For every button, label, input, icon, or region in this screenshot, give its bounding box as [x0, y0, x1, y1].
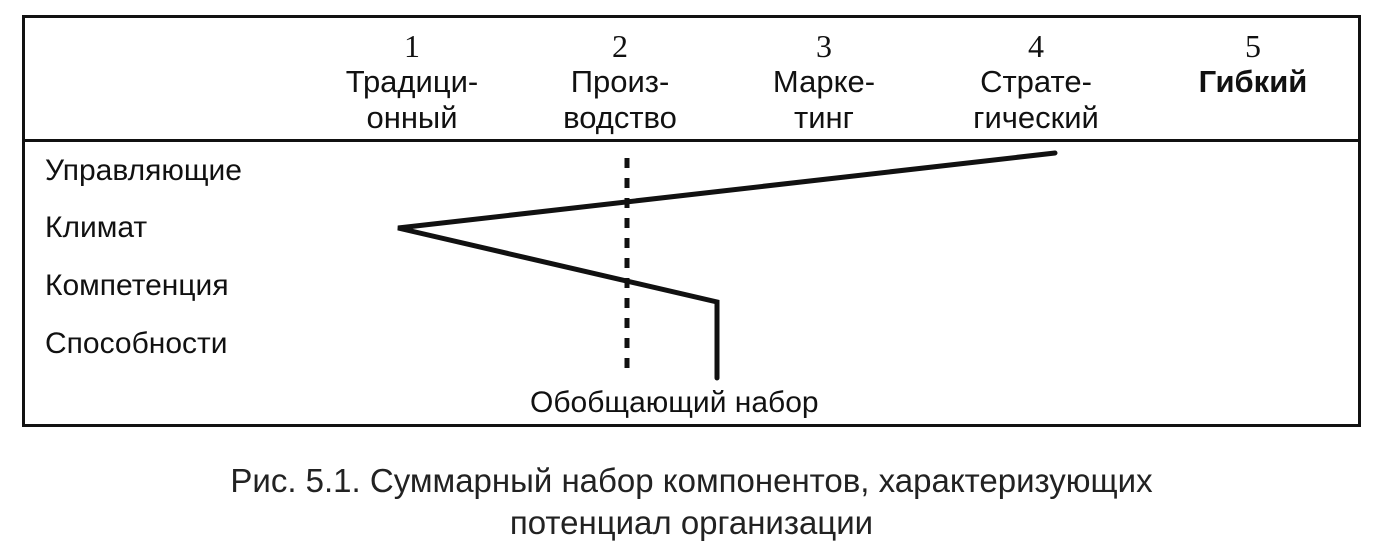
row-label-climate: Климат: [45, 211, 148, 244]
column-number: 5: [1245, 28, 1261, 64]
column-label: Гибкий: [1198, 64, 1308, 99]
column-label: Страте-: [980, 64, 1092, 99]
column-label: гический: [973, 100, 1099, 135]
column-header-5: 5 Гибкий: [1153, 28, 1353, 100]
column-label: онный: [366, 100, 458, 135]
row-label-managers: Управляющие: [45, 154, 242, 187]
summary-label: Обобщающий набор: [530, 386, 819, 419]
column-label: Произ-: [570, 64, 670, 99]
figure-caption: Рис. 5.1. Суммарный набор компонентов, х…: [0, 460, 1383, 544]
column-number: 1: [404, 28, 420, 64]
column-label: Марке-: [772, 64, 876, 99]
diagram-frame: [22, 15, 1361, 427]
column-label: водство: [563, 100, 677, 135]
caption-line-1: Рис. 5.1. Суммарный набор компонентов, х…: [230, 462, 1153, 499]
column-header-1: 1 Традици- онный: [312, 28, 512, 136]
profile-line: [397, 150, 1058, 381]
column-header-3: 3 Марке- тинг: [724, 28, 924, 136]
column-label: тинг: [794, 100, 854, 135]
row-label-competence: Компетенция: [45, 269, 229, 302]
column-header-4: 4 Страте- гический: [936, 28, 1136, 136]
caption-line-2: потенциал организации: [509, 504, 874, 541]
column-header-2: 2 Произ- водство: [520, 28, 720, 136]
column-number: 4: [1028, 28, 1044, 64]
column-number: 2: [612, 28, 628, 64]
header-divider: [22, 139, 1361, 142]
column-label: Традици-: [345, 64, 479, 99]
column-number: 3: [816, 28, 832, 64]
row-label-abilities: Способности: [45, 327, 228, 360]
